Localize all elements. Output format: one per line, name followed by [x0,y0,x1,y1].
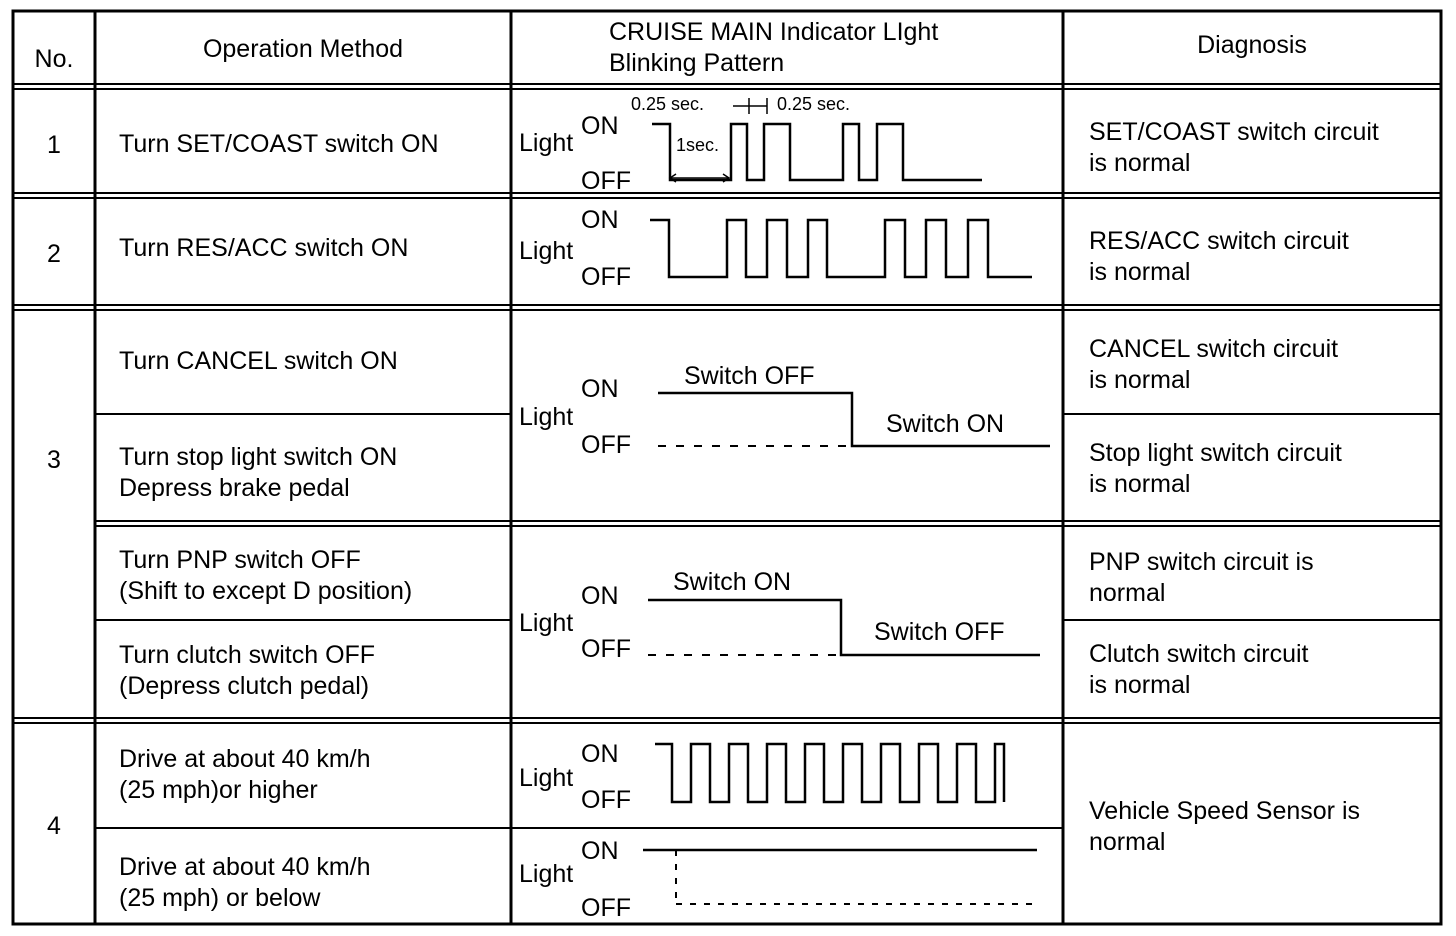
row4a-on-label: ON [581,740,619,768]
header-no: No. [34,45,74,73]
row1-diagnosis-line2: is normal [1089,149,1191,177]
row3-diag-clutch-line1: Clutch switch circuit [1089,640,1309,668]
waveform-row3a [658,391,1050,448]
row4b-off-label: OFF [581,894,631,922]
row3-diag-stop-line2: is normal [1089,470,1191,498]
row3-method-clutch-line2: (Depress clutch pedal) [119,672,370,700]
row3-method-stop-line1: Turn stop light switch ON [119,443,398,471]
row2-on-label: ON [581,206,619,234]
header-method: Operation Method [202,35,404,63]
row1-1sec: 1sec. [676,135,720,155]
header-diagnosis: Diagnosis [1197,31,1307,59]
row2-method: Turn RES/ACC switch ON [119,234,409,262]
row4a-light-label: Light [519,764,574,792]
waveform-row3b [648,598,1040,657]
row4-method-below-line1: Drive at about 40 km/h [119,853,371,881]
row3-method-pnp-line1: Turn PNP switch OFF [119,546,361,574]
row3-method-clutch-line1: Turn clutch switch OFF [119,641,376,669]
row3b-on-label: ON [581,582,619,610]
row1-025-left: 0.25 sec. [631,94,705,114]
row4-no: 4 [47,812,61,840]
row3a-switch-off: Switch OFF [684,362,815,390]
row2-no: 2 [47,240,61,268]
row4-method-higher-line1: Drive at about 40 km/h [119,745,371,773]
row1-on-label: ON [581,112,619,140]
row4-method-below-line2: (25 mph) or below [119,884,321,912]
row3-diag-clutch-line2: is normal [1089,671,1191,699]
waveform-row1 [652,122,982,182]
header-pattern-line2: Blinking Pattern [609,49,785,77]
row2-off-label: OFF [581,263,631,291]
row3a-on-label: ON [581,375,619,403]
row1-no: 1 [47,131,61,159]
waveform-row4a [655,742,1006,804]
row3-diag-cancel-line2: is normal [1089,366,1191,394]
row2-diagnosis-line1: RES/ACC switch circuit [1089,227,1349,255]
row1-diagnosis-line1: SET/COAST switch circuit [1089,118,1379,146]
row3-diag-pnp-line2: normal [1089,579,1166,607]
row3-method-stop-line2: Depress brake pedal [119,474,350,502]
row3a-light-label: Light [519,403,574,431]
row3b-switch-off: Switch OFF [874,618,1005,646]
row3a-off-label: OFF [581,431,631,459]
waveform-row2 [650,218,1032,279]
row3-diag-stop-line1: Stop light switch circuit [1089,439,1342,467]
row4a-off-label: OFF [581,786,631,814]
row3b-switch-on: Switch ON [673,568,792,596]
row3-method-cancel: Turn CANCEL switch ON [119,347,398,375]
row2-diagnosis-line2: is normal [1089,258,1191,286]
row3b-off-label: OFF [581,635,631,663]
row4b-light-label: Light [519,860,574,888]
row4b-on-label: ON [581,837,619,865]
row1-method: Turn SET/COAST switch ON [119,130,439,158]
row1-light-label: Light [519,129,574,157]
row3-no: 3 [47,446,61,474]
row3-diag-pnp-line1: PNP switch circuit is [1089,548,1314,576]
row4-diagnosis-line2: normal [1089,828,1166,856]
row2-light-label: Light [519,237,574,265]
row3b-light-label: Light [519,609,574,637]
row4-method-higher-line2: (25 mph)or higher [119,776,318,804]
row3-method-pnp-line2: (Shift to except D position) [119,577,413,605]
row1-025-right: 0.25 sec. [777,94,851,114]
header-pattern-line1: CRUISE MAIN Indicator LIght [609,18,939,46]
table-border [11,9,1443,926]
row1-off-label: OFF [581,167,631,195]
row3a-switch-on: Switch ON [886,410,1005,438]
row4-diagnosis-line1: Vehicle Speed Sensor is [1089,797,1361,825]
row3-diag-cancel-line1: CANCEL switch circuit [1089,335,1339,363]
